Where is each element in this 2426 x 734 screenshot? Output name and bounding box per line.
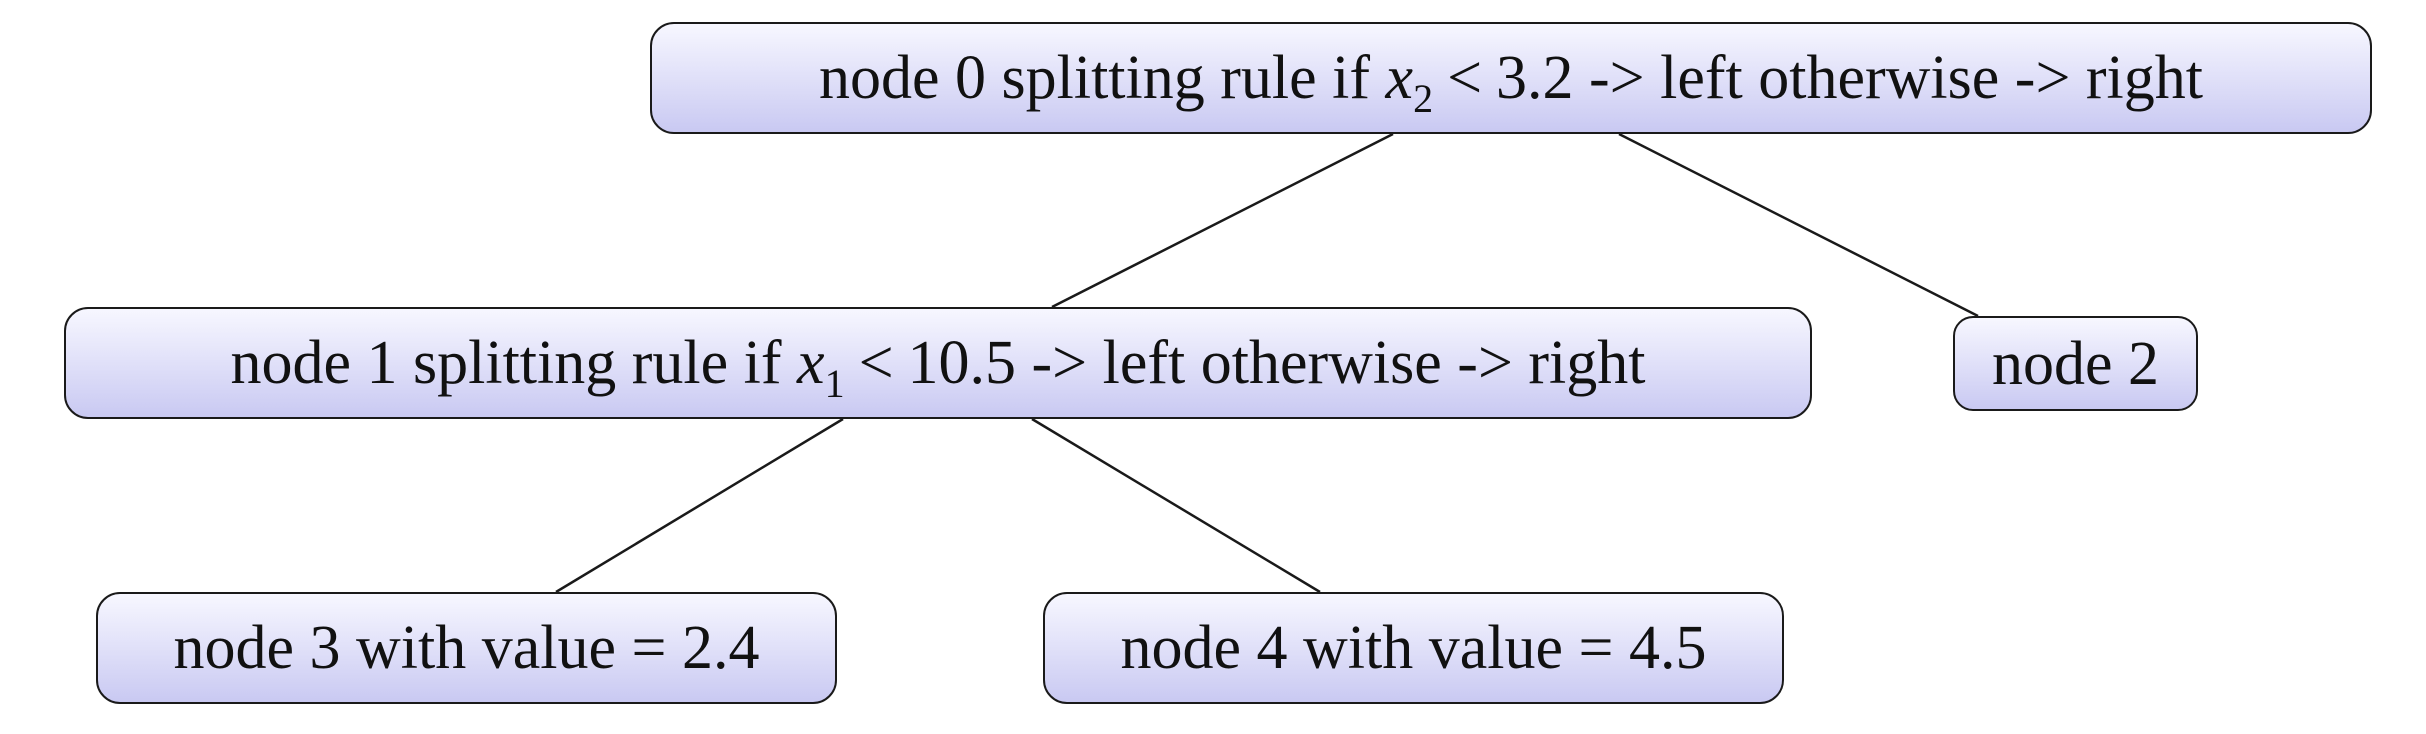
edge-node0-node2 — [1618, 132, 1979, 318]
node-0-variable: x2 — [1385, 44, 1434, 121]
node-1-variable: x1 — [797, 329, 845, 406]
node-0-subscript: 2 — [1413, 76, 1434, 121]
node-3-label: node 3 with value = 2.4 — [173, 614, 760, 682]
edge-node1-node4 — [1031, 417, 1321, 594]
node-1-subscript: 1 — [824, 361, 845, 406]
node-0-operator: < — [1447, 44, 1483, 112]
tree-node-3: node 3 with value = 2.4 — [96, 592, 837, 704]
tree-node-2: node 2 — [1953, 316, 2198, 411]
node-1-prefix: node 1 splitting rule if — [230, 329, 782, 397]
tree-node-1: node 1 splitting rule if x1<10.5 -> left… — [64, 307, 1812, 419]
tree-node-4: node 4 with value = 4.5 — [1043, 592, 1784, 704]
node-0-threshold: 3.2 — [1496, 44, 1574, 112]
node-0-prefix: node 0 splitting rule if — [818, 44, 1371, 112]
node-1-suffix: -> left otherwise -> right — [1031, 329, 1646, 397]
node-2-label: node 2 — [1991, 329, 2160, 398]
node-4-label: node 4 with value = 4.5 — [1120, 614, 1707, 682]
tree-node-0: node 0 splitting rule if x2<3.2 -> left … — [650, 22, 2372, 134]
edge-node1-node3 — [555, 417, 844, 594]
edge-node0-node1 — [1051, 132, 1394, 309]
node-1-operator: < — [858, 329, 894, 397]
node-0-suffix: -> left otherwise -> right — [1589, 44, 2204, 112]
node-1-threshold: 10.5 — [907, 329, 1017, 397]
